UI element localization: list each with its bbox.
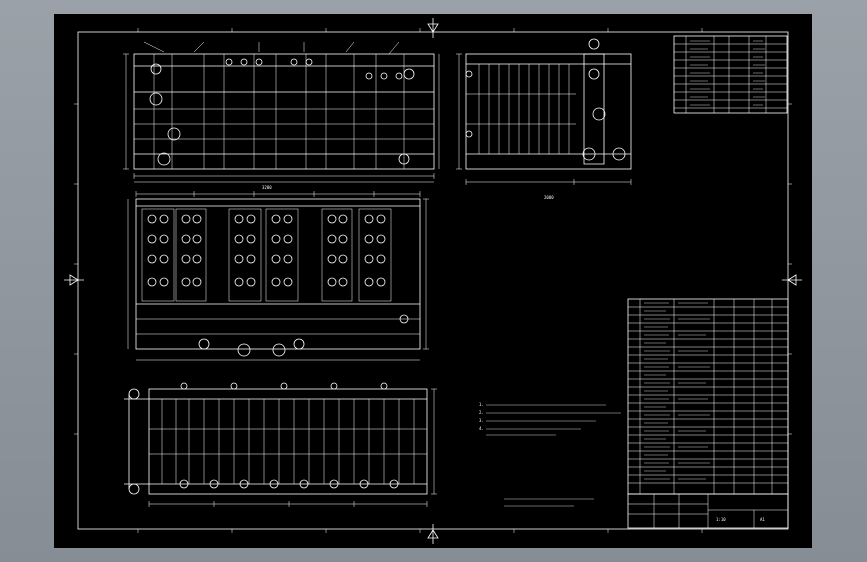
plan-view xyxy=(127,191,429,361)
front-elevation-view: 3280 xyxy=(123,41,440,190)
note-1: 1. xyxy=(479,402,484,407)
zone-ticks xyxy=(74,28,792,533)
title-block-sheet-size: A1 xyxy=(760,517,765,522)
parts-list-table xyxy=(673,35,788,114)
note-2: 2. xyxy=(479,410,484,415)
front-view-dimension: 3280 xyxy=(262,185,272,190)
bill-of-materials xyxy=(627,298,789,495)
note-4: 4. xyxy=(479,426,484,431)
drawing-border xyxy=(77,31,789,530)
cad-drawing: 3280 xyxy=(64,18,802,544)
title-block-scale: 1:10 xyxy=(716,517,726,522)
note-3: 3. xyxy=(479,418,484,423)
technical-notes: 1. 2. 3. 4. xyxy=(479,402,621,507)
title-block: 1:10 A1 xyxy=(627,493,789,529)
center-marks xyxy=(64,18,802,544)
lower-elevation-view xyxy=(124,382,437,507)
side-elevation-view: 2080 xyxy=(456,38,632,200)
side-view-dimension: 2080 xyxy=(544,195,554,200)
drawing-sheet: 3280 xyxy=(54,14,812,548)
